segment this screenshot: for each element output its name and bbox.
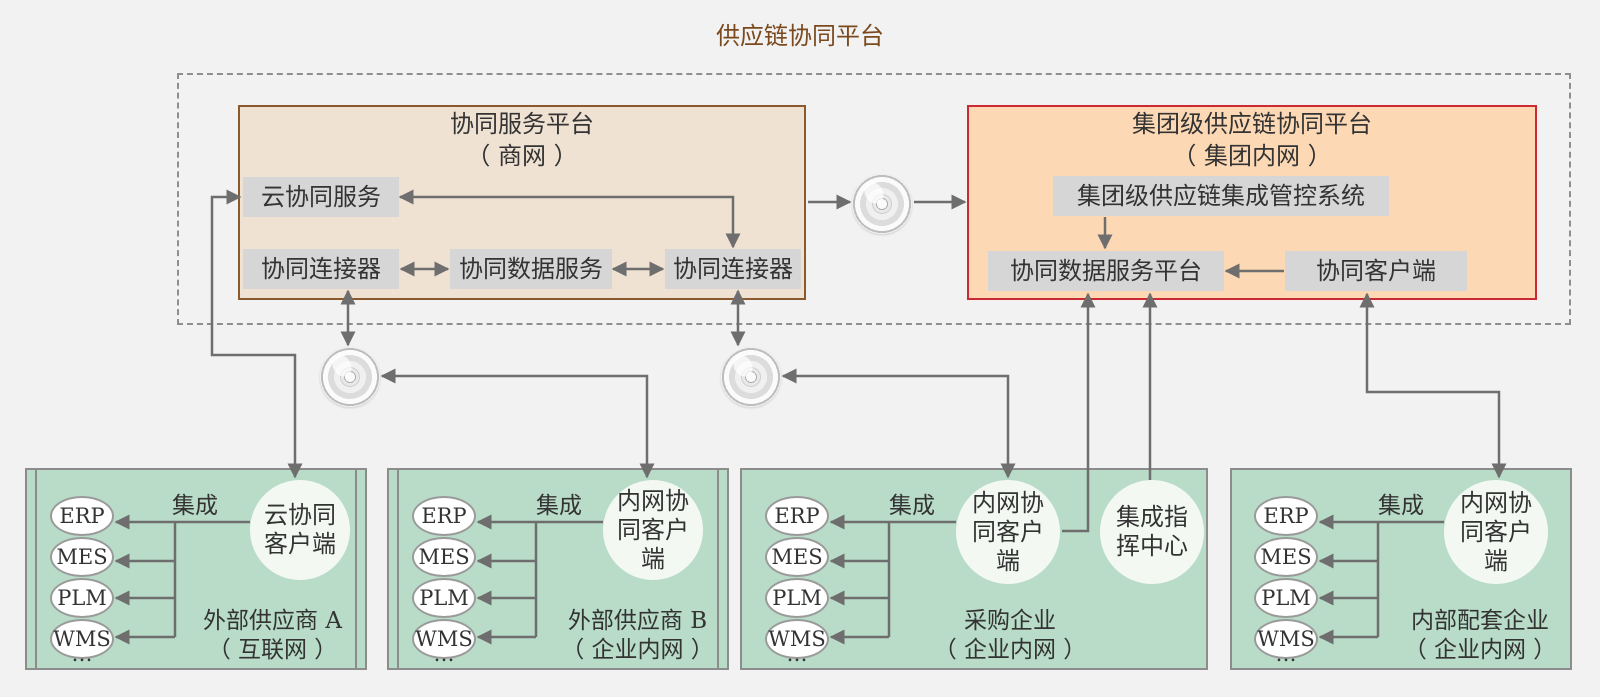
system-more: …	[1275, 642, 1297, 666]
integration-label: 集成	[536, 493, 582, 519]
intranet-collab-client: 内网协同客户端	[956, 480, 1060, 584]
enterprise-name: 外部供应商 A	[203, 608, 342, 634]
group-platform-title: 集团级供应链协同平台	[1132, 110, 1372, 138]
business-platform-title: 协同服务平台	[450, 110, 594, 138]
system-erp: ERP	[765, 496, 829, 536]
integration-label: 集成	[889, 493, 935, 519]
system-mes: MES	[50, 537, 114, 577]
enterprise-network: （ 互联网 ）	[207, 637, 338, 663]
enterprise-network: （ 企业内网 ）	[1403, 637, 1557, 663]
system-mes: MES	[412, 537, 476, 577]
system-erp: ERP	[412, 496, 476, 536]
system-more: …	[433, 642, 455, 666]
system-wms: WMS	[765, 619, 829, 659]
system-more: …	[71, 642, 93, 666]
integration-label: 集成	[172, 493, 218, 519]
group-control-system: 集团级供应链集成管控系统	[1053, 176, 1389, 216]
system-wms: WMS	[1254, 619, 1318, 659]
arrow-disc-client-c	[781, 368, 1016, 479]
intranet-collab-client: 内网协同客户端	[603, 480, 703, 580]
collab-client: 协同客户端	[1285, 251, 1467, 291]
enterprise-network: （ 企业内网 ）	[933, 637, 1087, 663]
system-mes: MES	[765, 537, 829, 577]
system-plm: PLM	[412, 578, 476, 618]
cloud-collab-service: 云协同服务	[243, 177, 399, 217]
arrow-disc-client-b	[380, 368, 655, 479]
business-platform-subtitle: （ 商网 ）	[466, 142, 578, 170]
integration-label: 集成	[1378, 493, 1424, 519]
collab-connector-right: 协同连接器	[665, 249, 801, 289]
system-wms: WMS	[412, 619, 476, 659]
platform-boundary	[177, 73, 1571, 325]
collab-data-service: 协同数据服务	[450, 249, 612, 289]
cd-disc-icon	[320, 347, 380, 407]
collab-data-platform: 协同数据服务平台	[988, 251, 1224, 291]
enterprise-name: 内部配套企业	[1411, 608, 1549, 634]
cd-disc-icon	[721, 347, 781, 407]
cd-disc-icon	[852, 174, 912, 234]
integration-command-center: 集成指挥中心	[1100, 480, 1204, 584]
system-plm: PLM	[765, 578, 829, 618]
system-plm: PLM	[1254, 578, 1318, 618]
system-plm: PLM	[50, 578, 114, 618]
system-erp: ERP	[1254, 496, 1318, 536]
page-title: 供应链协同平台	[716, 22, 884, 50]
enterprise-network: （ 企业内网 ）	[561, 637, 714, 663]
system-more: …	[786, 642, 808, 666]
system-wms: WMS	[50, 619, 114, 659]
enterprise-name: 外部供应商 B	[567, 608, 708, 634]
cloud-collab-client: 云协同客户端	[250, 480, 350, 580]
system-erp: ERP	[50, 496, 114, 536]
enterprise-name: 采购企业	[964, 608, 1056, 634]
system-mes: MES	[1254, 537, 1318, 577]
collab-connector-left: 协同连接器	[243, 249, 399, 289]
group-platform-subtitle: （ 集团内网 ）	[1172, 142, 1332, 170]
intranet-collab-client: 内网协同客户端	[1444, 480, 1548, 584]
